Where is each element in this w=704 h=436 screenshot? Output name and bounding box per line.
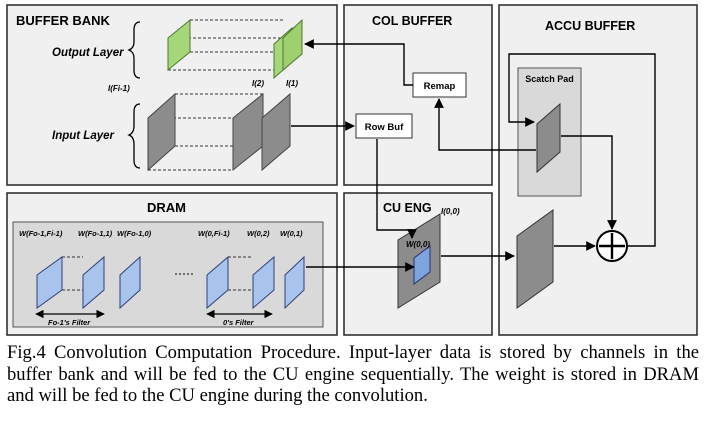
weight-w-0-2 — [252, 255, 275, 310]
channel-label-i-2: I(2) — [252, 79, 264, 88]
input-channel-1 — [261, 92, 291, 172]
cu-eng-panel: CU ENG I(0,0) W(0,0) — [343, 192, 493, 336]
output-layer-brace — [127, 21, 141, 79]
accu-result-tile — [516, 209, 554, 309]
weight-w-fo1-1 — [82, 255, 105, 310]
dataflow-arrows — [291, 39, 656, 272]
filter-zero-label: 0's Filter — [223, 318, 255, 327]
figure-caption: Fig.4 Convolution Computation Procedure.… — [7, 342, 699, 406]
weight-w-fo1-0 — [119, 255, 141, 310]
weight-w-fo1-fi1 — [36, 256, 63, 309]
weight-label-w-fo1-fi1: W(Fo-1,Fi-1) — [19, 229, 63, 238]
output-channel-links — [168, 19, 283, 71]
filter-fo1-label: Fo-1's Filter — [48, 318, 91, 327]
channel-label-i-fi-1: I(Fi-1) — [108, 84, 130, 93]
scratch-pad-label: Scatch Pad — [525, 74, 574, 84]
weight-w-0-1 — [284, 255, 305, 310]
cu-weight-tile — [413, 245, 431, 285]
adder-icon — [596, 230, 628, 262]
weight-w-0-fi1 — [206, 255, 229, 310]
weights-group-fo1: W(Fo-1,Fi-1) W(Fo-1,1) W(Fo-1,0) Fo-1's … — [19, 229, 152, 327]
buffer-bank-title: BUFFER BANK — [16, 13, 110, 28]
arrow-rowbuf-to-cu — [376, 139, 417, 239]
weight-label-w-0-fi1: W(0,Fi-1) — [198, 229, 230, 238]
buffer-bank-panel: BUFFER BANK Output Layer Input Layer I(F… — [6, 4, 338, 186]
arrow-remap-to-output — [304, 39, 413, 86]
weight-label-w-0-0: W(0,0) — [406, 240, 430, 249]
channel-label-i-1: I(1) — [286, 79, 298, 88]
accu-buffer-title: ACCU BUFFER — [545, 19, 635, 33]
arrow-scratch-to-adder — [561, 135, 617, 230]
weights-group-zero: W(0,Fi-1) W(0,2) W(0,1) 0's Filter — [198, 229, 305, 327]
output-channel-near — [282, 18, 303, 72]
input-layer-brace — [127, 103, 141, 169]
weight-label-w-0-1: W(0,1) — [280, 229, 303, 238]
col-buffer-panel: COL BUFFER Remap Row Buf — [343, 4, 493, 186]
input-channel-links — [148, 93, 263, 171]
input-channel-fi-1 — [147, 92, 176, 172]
col-buffer-title: COL BUFFER — [372, 14, 452, 28]
cu-eng-title: CU ENG — [383, 201, 432, 215]
weight-label-w-0-2: W(0,2) — [247, 229, 270, 238]
channel-label-i-0-0: I(0,0) — [441, 207, 460, 216]
dram-title: DRAM — [147, 200, 186, 215]
scratch-pad-tile — [536, 102, 561, 174]
row-buf-label: Row Buf — [365, 122, 404, 133]
dram-panel: DRAM W(Fo-1,Fi-1) W(Fo-1,1) W(Fo-1,0) Fo… — [6, 192, 338, 336]
weight-label-w-fo1-1: W(Fo-1,1) — [78, 229, 113, 238]
arrow-adder-feedback — [508, 53, 656, 247]
remap-label: Remap — [424, 81, 456, 92]
input-layer-label: Input Layer — [52, 130, 115, 142]
convolution-diagram: BUFFER BANK Output Layer Input Layer I(F… — [6, 4, 698, 336]
output-channel-far — [167, 18, 191, 72]
row-buf-block — [355, 113, 413, 139]
accu-buffer-panel: ACCU BUFFER Scatch Pad — [498, 4, 698, 336]
arrow-scratch-to-remap — [434, 98, 536, 151]
remap-block — [412, 72, 467, 98]
output-layer-label: Output Layer — [52, 47, 124, 59]
weight-label-w-fo1-0: W(Fo-1,0) — [117, 229, 152, 238]
